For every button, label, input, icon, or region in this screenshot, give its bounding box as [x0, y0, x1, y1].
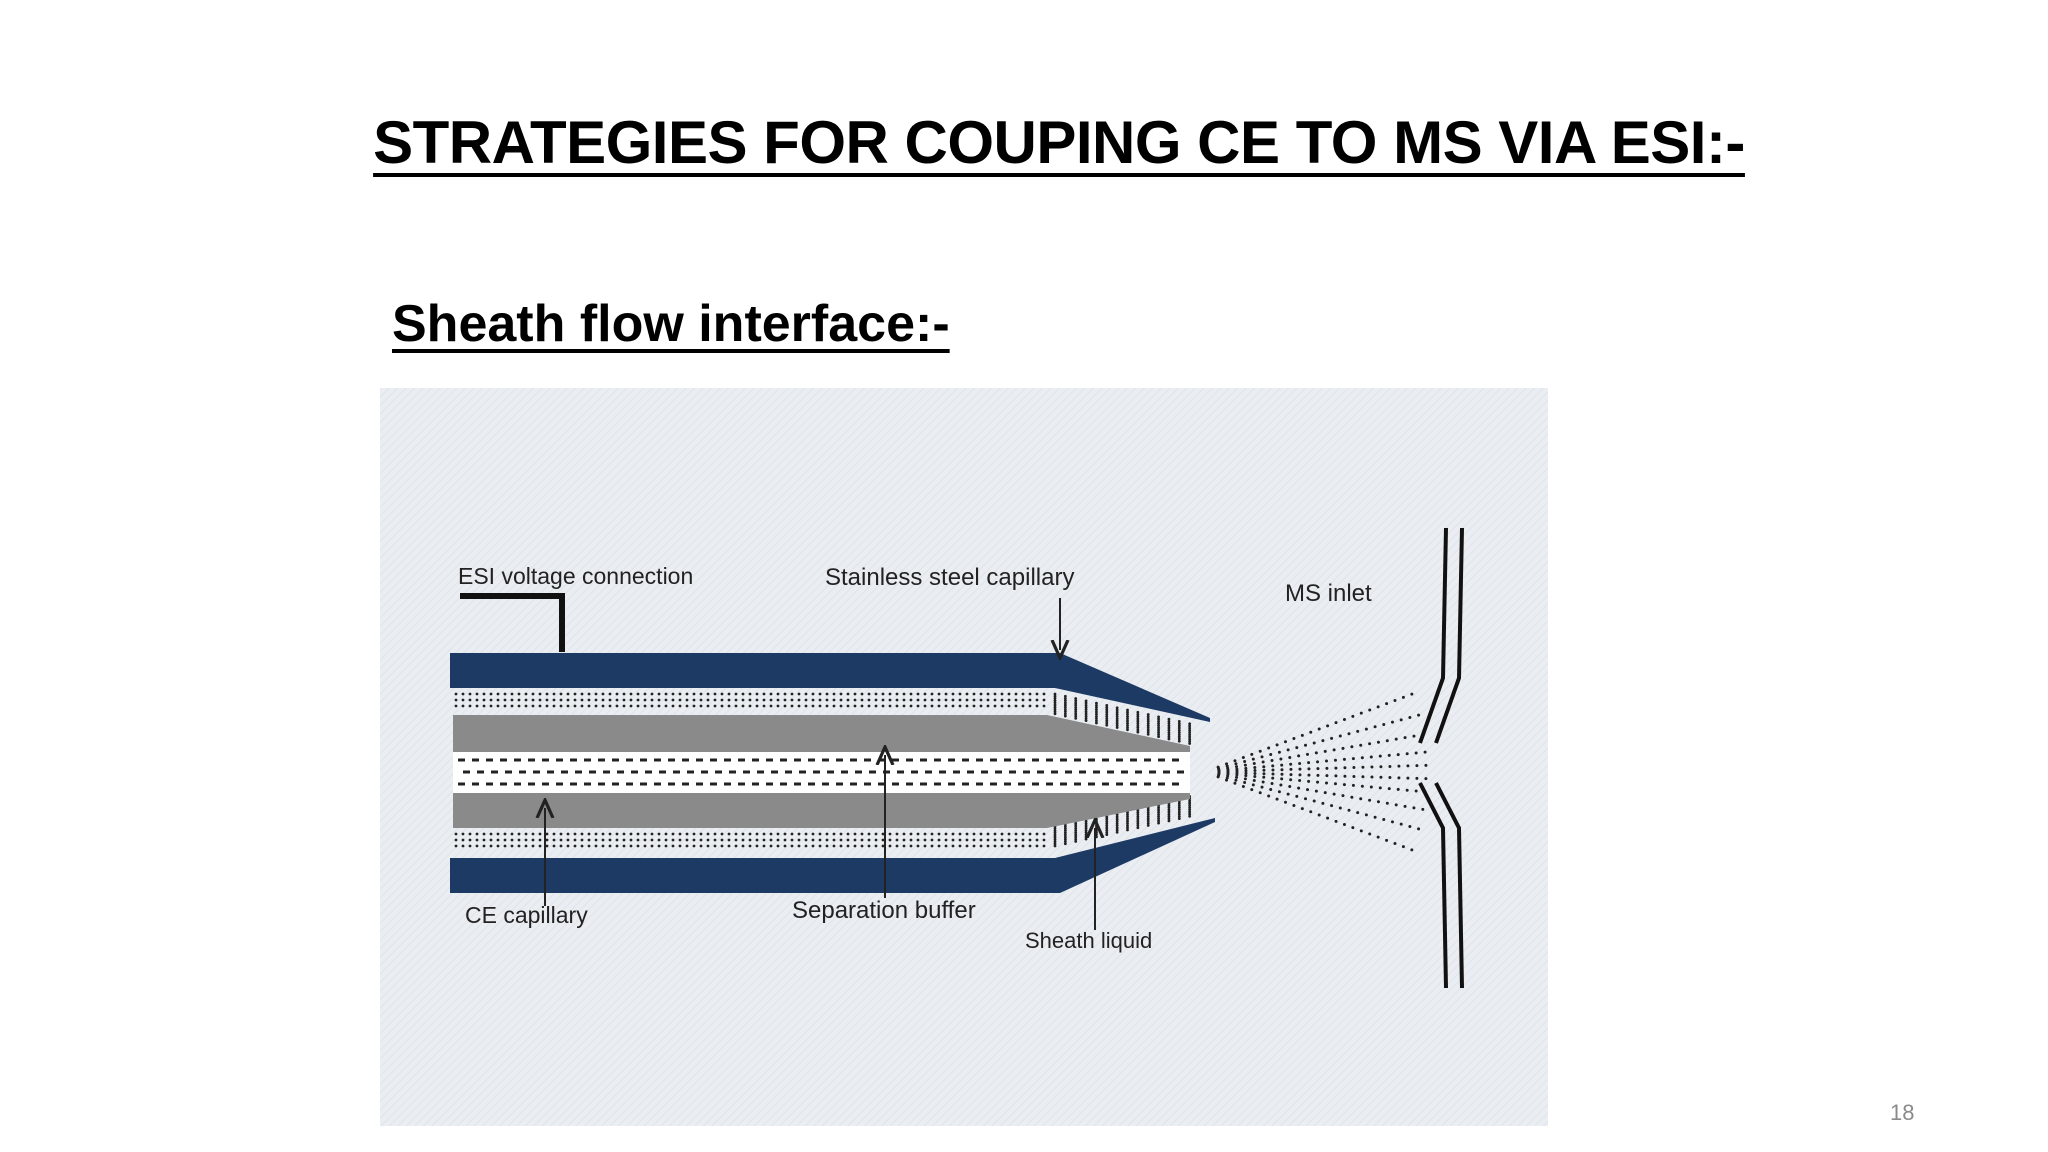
label-ce-capillary: CE capillary [465, 902, 588, 928]
diagram-canvas: ESI voltage connection Stainless steel c… [380, 388, 1548, 1126]
label-separation-buffer: Separation buffer [792, 897, 976, 924]
ce-capillary-top-wall [453, 715, 1190, 752]
steel-capillary-top [450, 653, 1210, 722]
slide-title: STRATEGIES FOR COUPING CE TO MS VIA ESI:… [373, 109, 1745, 176]
sheath-liquid-dots [454, 692, 1192, 848]
label-sheath-liquid: Sheath liquid [1025, 928, 1152, 953]
electrospray-plume [1216, 692, 1428, 852]
section-heading: Sheath flow interface:- [392, 295, 950, 353]
esi-voltage-wire [460, 593, 565, 652]
ce-capillary-bottom-wall [453, 793, 1190, 828]
label-esi-voltage: ESI voltage connection [458, 563, 693, 589]
label-stainless-capillary: Stainless steel capillary [825, 564, 1074, 591]
page-number: 18 [1890, 1100, 1915, 1125]
label-ms-inlet: MS inlet [1285, 580, 1372, 607]
steel-capillary-bottom [450, 818, 1215, 893]
sheath-flow-diagram: ESI voltage connection Stainless steel c… [380, 388, 1548, 1126]
ms-inlet-plates [1418, 527, 1464, 989]
separation-buffer-dashes [458, 758, 1184, 786]
